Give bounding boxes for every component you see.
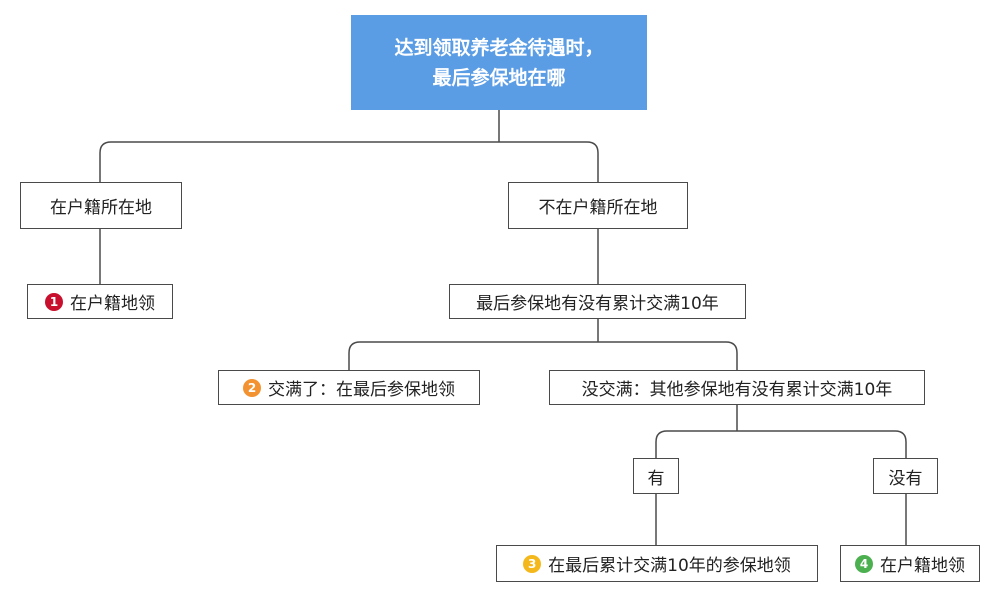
connector-root-to-branches xyxy=(99,110,599,182)
root-question-line1: 达到领取养老金待遇时， xyxy=(394,36,604,59)
result-3: 3 在最后累计交满10年的参保地领 xyxy=(496,545,818,582)
answer-no-label: 没有 xyxy=(888,468,923,489)
result-4: 4 在户籍地领 xyxy=(840,545,980,582)
answer-yes-label: 有 xyxy=(647,468,665,489)
result-2-label: 交满了：在最后参保地领 xyxy=(268,380,455,400)
branch-in-household-label: 在户籍所在地 xyxy=(50,198,152,218)
root-question: 达到领取养老金待遇时， 最后参保地在哪 xyxy=(351,15,647,110)
question-other-insured-10-years: 没交满：其他参保地有没有累计交满10年 xyxy=(549,370,925,405)
connector-q1-to-split xyxy=(348,319,738,370)
answer-no: 没有 xyxy=(873,458,938,494)
number-2-badge-icon: 2 xyxy=(243,378,261,397)
branch-not-in-household: 不在户籍所在地 xyxy=(508,182,688,229)
question-last-insured-10-years: 最后参保地有没有累计交满10年 xyxy=(449,284,746,319)
branch-in-household: 在户籍所在地 xyxy=(20,182,182,229)
answer-yes: 有 xyxy=(633,458,679,494)
number-3-badge-icon: 3 xyxy=(523,554,542,573)
result-1: 1 在户籍地领 xyxy=(27,284,173,319)
connector-q2-to-answers xyxy=(655,405,907,458)
result-2: 2 交满了：在最后参保地领 xyxy=(218,370,480,405)
root-question-line2: 最后参保地在哪 xyxy=(432,66,566,89)
branch-not-in-household-label: 不在户籍所在地 xyxy=(538,198,658,218)
result-1-label: 在户籍地领 xyxy=(70,294,155,314)
result-3-label: 在最后累计交满10年的参保地领 xyxy=(548,556,791,576)
number-4-badge-icon: 4 xyxy=(855,554,873,573)
question-2-label: 没交满：其他参保地有没有累计交满10年 xyxy=(581,380,893,400)
number-1-badge-icon: 1 xyxy=(45,292,63,311)
question-1-label: 最后参保地有没有累计交满10年 xyxy=(476,294,719,314)
result-4-label: 在户籍地领 xyxy=(880,556,965,576)
